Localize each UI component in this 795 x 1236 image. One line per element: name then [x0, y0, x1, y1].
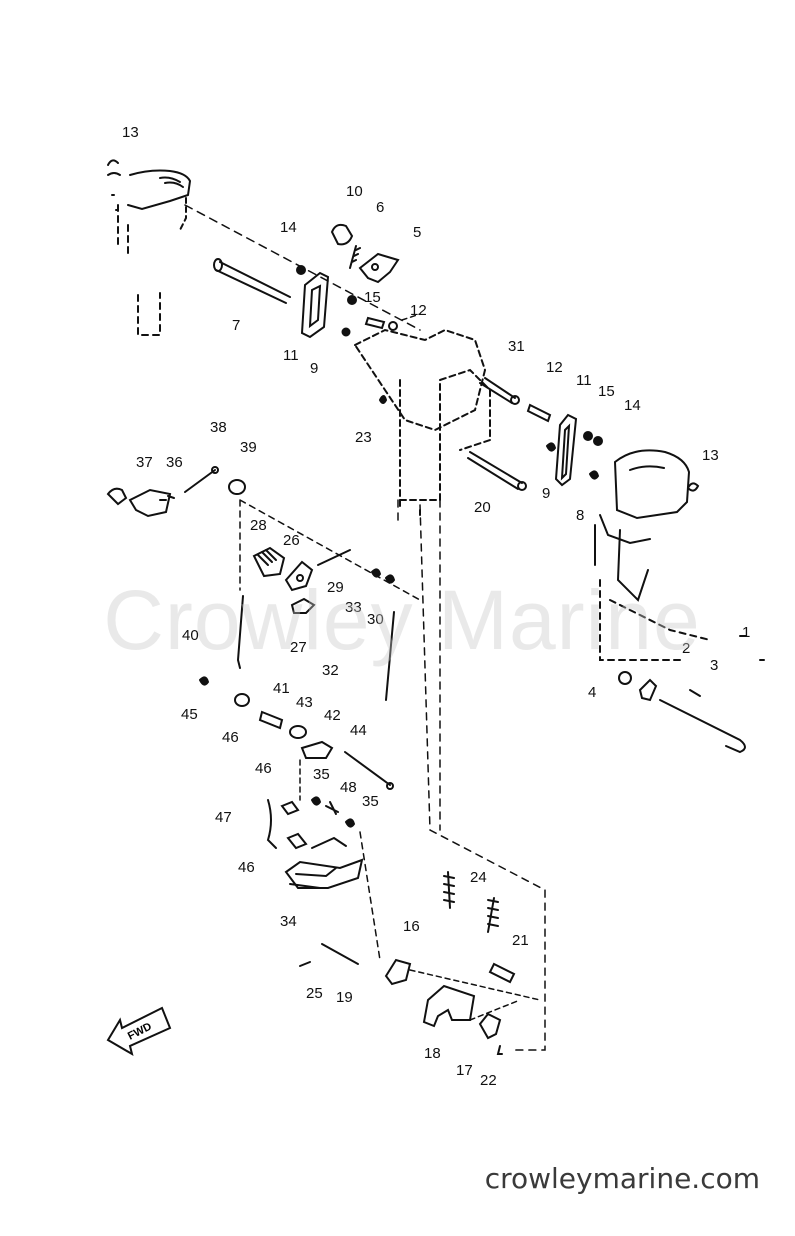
callout-22: 22 — [480, 1072, 497, 1089]
callout-30: 30 — [367, 611, 384, 628]
callout-35: 35 — [313, 766, 330, 783]
callout-35: 35 — [362, 793, 379, 810]
callout-12: 12 — [546, 359, 563, 376]
callout-3: 3 — [710, 657, 718, 674]
callout-34: 34 — [280, 913, 297, 930]
callout-17: 17 — [456, 1062, 473, 1079]
callout-11: 11 — [576, 372, 592, 389]
callout-26: 26 — [283, 532, 300, 549]
callout-46: 46 — [255, 760, 272, 777]
callout-15: 15 — [364, 289, 381, 306]
callout-44: 44 — [350, 722, 367, 739]
callout-43: 43 — [296, 694, 313, 711]
callout-29: 29 — [327, 579, 344, 596]
callout-14: 14 — [280, 219, 297, 236]
part-7-bolt — [213, 258, 291, 304]
callout-47: 47 — [215, 809, 232, 826]
watermark: Crowley Marine — [103, 573, 701, 667]
callout-19: 19 — [336, 989, 353, 1006]
callout-10: 10 — [346, 183, 363, 200]
callout-9: 9 — [310, 360, 318, 377]
callout-39: 39 — [240, 439, 257, 456]
callout-27: 27 — [290, 639, 307, 656]
callout-5: 5 — [413, 224, 421, 241]
callout-18: 18 — [424, 1045, 441, 1062]
callout-25: 25 — [306, 985, 323, 1002]
callout-48: 48 — [340, 779, 357, 796]
callout-36: 36 — [166, 454, 183, 471]
callout-31: 31 — [508, 338, 525, 355]
callout-11: 11 — [283, 347, 299, 364]
callout-28: 28 — [250, 517, 267, 534]
central-swivel-bracket — [353, 328, 491, 516]
callout-24: 24 — [470, 869, 487, 886]
callout-46: 46 — [222, 729, 239, 746]
callout-42: 42 — [324, 707, 341, 724]
callout-12: 12 — [410, 302, 427, 319]
callout-23: 23 — [355, 429, 372, 446]
callout-32: 32 — [322, 662, 339, 679]
callout-45: 45 — [181, 706, 198, 723]
callout-6: 6 — [376, 199, 384, 216]
callout-46: 46 — [238, 859, 255, 876]
callout-1: 1 — [742, 624, 750, 641]
callout-37: 37 — [136, 454, 153, 471]
callout-13: 13 — [122, 124, 139, 141]
callout-38: 38 — [210, 419, 227, 436]
callout-15: 15 — [598, 383, 615, 400]
callout-41: 41 — [273, 680, 290, 697]
callout-8: 8 — [576, 507, 584, 524]
part-9-link-plate — [300, 271, 330, 339]
fwd-arrow — [106, 1006, 172, 1057]
lower-bracket-plate — [284, 831, 381, 961]
callout-4: 4 — [588, 684, 596, 701]
callout-33: 33 — [345, 599, 362, 616]
callout-21: 21 — [512, 932, 529, 949]
upper-left-bracket — [107, 159, 192, 336]
site-url: crowleymarine.com — [484, 1162, 760, 1195]
callout-9: 9 — [542, 485, 550, 502]
callout-2: 2 — [682, 640, 690, 657]
callout-14: 14 — [624, 397, 641, 414]
callout-7: 7 — [232, 317, 240, 334]
right-side-link-parts — [526, 403, 603, 487]
callout-20: 20 — [474, 499, 491, 516]
right-clamp-bracket — [594, 449, 711, 661]
callout-16: 16 — [403, 918, 420, 935]
callout-13: 13 — [702, 447, 719, 464]
callout-40: 40 — [182, 627, 199, 644]
